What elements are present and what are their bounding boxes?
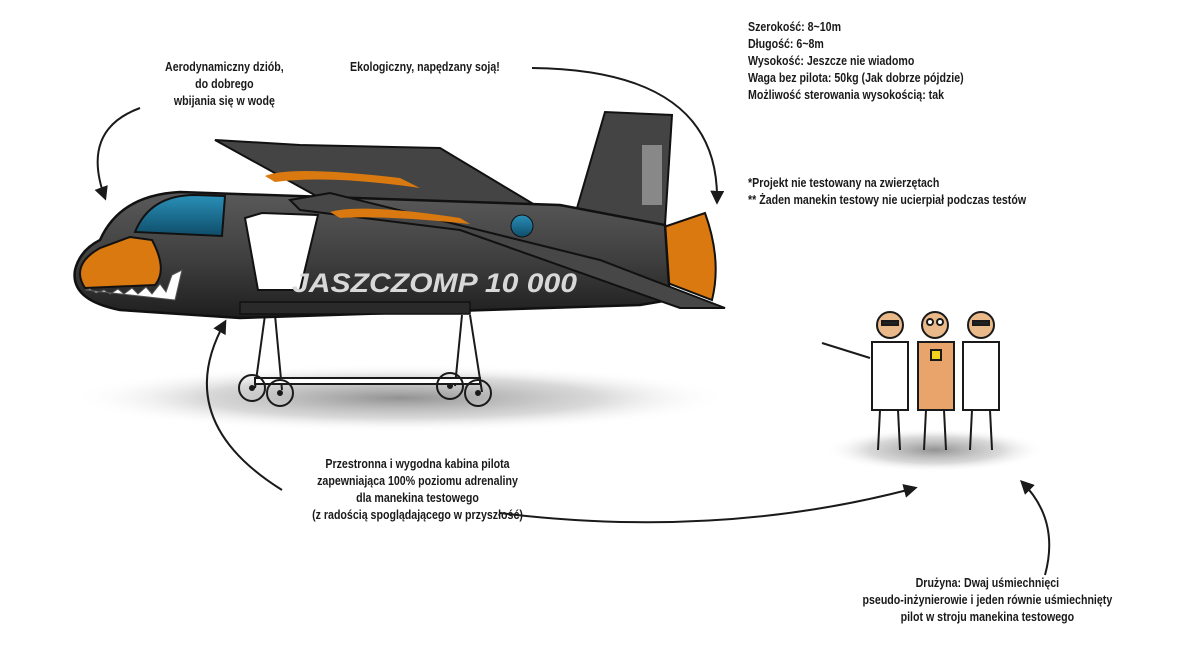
annotation-line: pilot w stroju manekina testowego: [900, 610, 1075, 624]
wheel-icon: [238, 374, 266, 402]
annotation-line: (z radością spoglądającego w przyszłość): [312, 508, 523, 522]
crew-group: [821, 311, 1000, 451]
engineer-figure-left: [821, 311, 909, 451]
spec-width: Szerokość: 8~10m: [748, 20, 842, 34]
lower-wing: [287, 191, 726, 309]
shark-teeth: [84, 269, 183, 301]
specs-list: Szerokość: 8~10m Długość: 6~8m Wysokość:…: [748, 19, 964, 104]
annotation-line: Przestronna i wygodna kabina pilota: [325, 457, 510, 471]
plane-shadow: [70, 364, 730, 432]
nose-cone: [79, 235, 162, 290]
arrow-nose: [94, 107, 141, 201]
annotation-line: do dobrego: [195, 77, 254, 91]
open-cabin: [243, 211, 320, 291]
arrow-cabin: [205, 319, 283, 491]
eco-annotation: Ekologiczny, napędzany soją!: [350, 60, 500, 74]
tail-cone: [653, 211, 717, 302]
arrow-team: [1020, 480, 1051, 576]
wheel-icon: [464, 379, 492, 407]
annotation-line: Drużyna: Dwaj uśmiechnięci: [915, 576, 1060, 590]
arrow-to-crew: [499, 484, 918, 524]
footnotes: *Projekt nie testowany na zwierzętach **…: [748, 175, 1026, 209]
spec-altitude-control: Możliwość sterowania wysokością: tak: [748, 88, 945, 102]
annotation-line: dla manekina testowego: [356, 491, 479, 505]
annotation-line: zapewniająca 100% poziomu adrenaliny: [317, 474, 518, 488]
footnote: *Projekt nie testowany na zwierzętach: [748, 176, 940, 190]
landing-gear: [238, 314, 492, 407]
upper-wing: [214, 139, 539, 207]
nose-annotation: Aerodynamiczny dziób, do dobrego wbijani…: [150, 59, 299, 110]
plane-name-label: JASZCZOMP 10 000: [292, 268, 577, 298]
cabin-annotation: Przestronna i wygodna kabina pilota zape…: [290, 456, 545, 524]
annotation-line: Aerodynamiczny dziób,: [165, 60, 284, 74]
team-annotation: Drużyna: Dwaj uśmiechnięci pseudo-inżyni…: [828, 575, 1147, 626]
wheel-icon: [266, 379, 294, 407]
crash-test-dummy-pilot: [917, 311, 955, 451]
annotation-line: wbijania się w wodę: [173, 94, 275, 108]
spec-length: Długość: 6~8m: [748, 37, 824, 51]
cockpit-window: [133, 193, 227, 238]
spec-height: Wysokość: Jeszcze nie wiadomo: [748, 54, 915, 68]
annotation-line: pseudo-inżynierowie i jeden równie uśmie…: [862, 593, 1113, 607]
spec-weight: Waga bez pilota: 50kg (Jak dobrze pójdzi…: [748, 71, 964, 85]
crew-shadow: [825, 428, 1045, 472]
arrow-engine: [531, 67, 725, 205]
footnote: ** Żaden manekin testowy nie ucierpiał p…: [748, 193, 1027, 207]
engineer-figure-right: [962, 311, 1000, 451]
porthole-window: [510, 214, 534, 238]
wheel-icon: [436, 372, 464, 400]
